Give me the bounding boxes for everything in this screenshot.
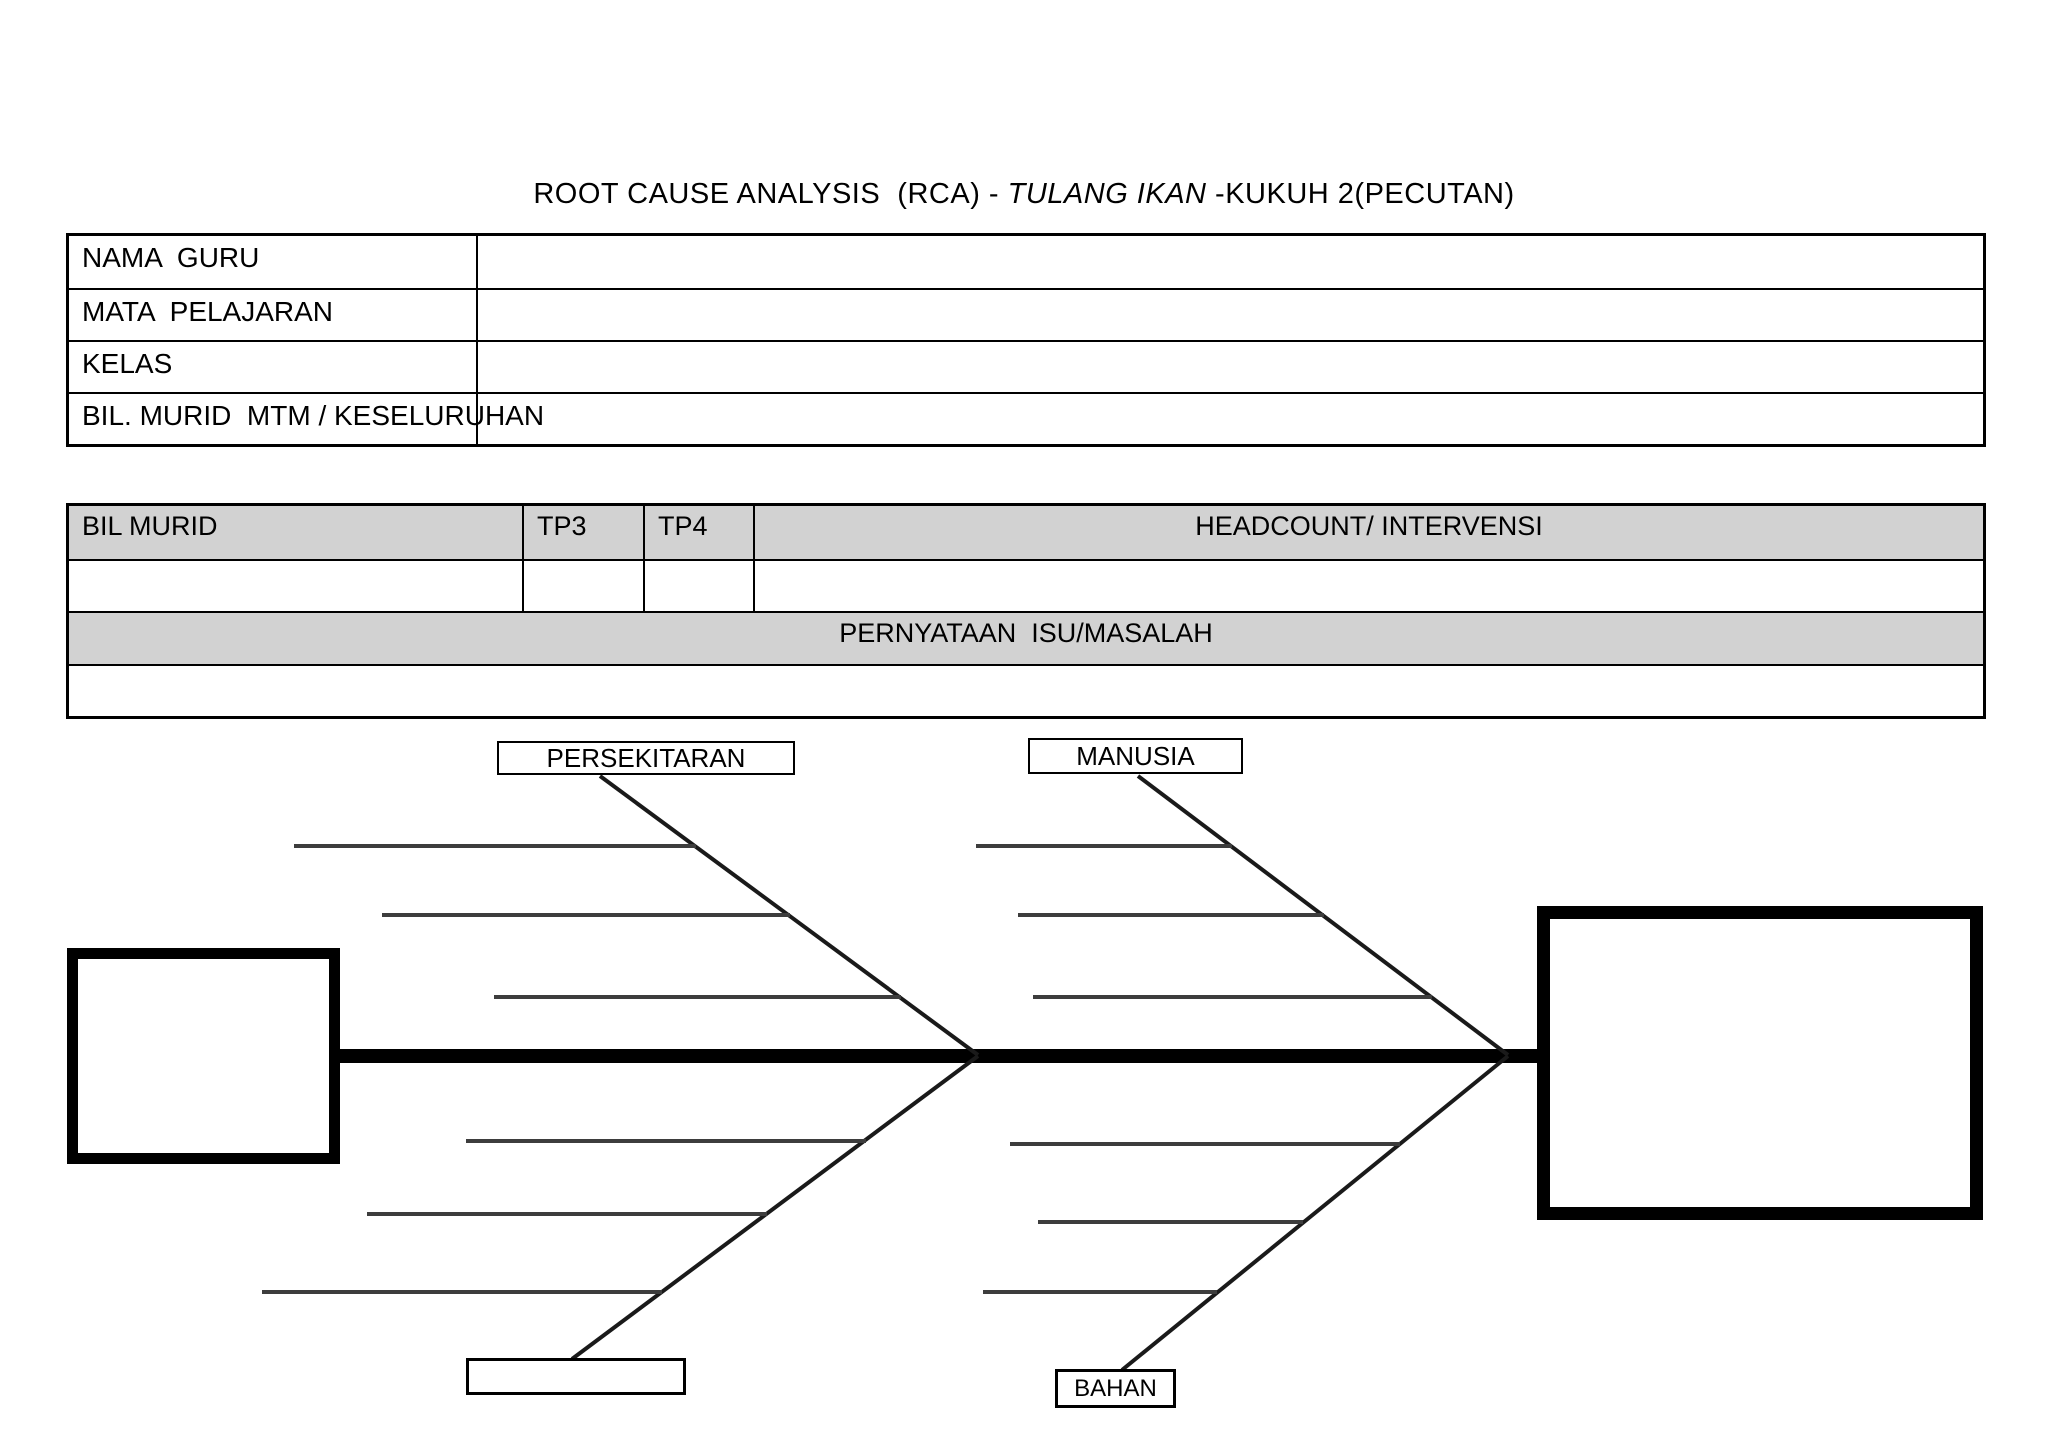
header-tp3: TP3	[522, 506, 643, 559]
value-bil-murid	[69, 558, 522, 612]
title-text: ROOT CAUSE ANALYSIS (RCA) -	[533, 178, 1008, 210]
bone-bottom-left	[570, 1054, 980, 1361]
fishbone-ribs	[262, 844, 1432, 1294]
category-label-manusia: MANUSIA	[1028, 738, 1243, 774]
effect-right-box	[1537, 906, 1983, 1220]
info-value-bil-murid	[476, 392, 1983, 444]
header-tp4: TP4	[643, 506, 753, 559]
header-headcount-intervensi: HEADCOUNT/ INTERVENSI	[753, 506, 1983, 559]
cause-left-box	[67, 948, 340, 1164]
info-label-nama-guru: NAMA GURU	[82, 242, 260, 273]
issue-statement-value	[69, 663, 1983, 717]
bone-bahan	[1120, 1054, 1510, 1372]
issue-statement-header: PERNYATAAN ISU/MASALAH	[69, 611, 1983, 664]
page-title: ROOT CAUSE ANALYSIS (RCA) - TULANG IKAN …	[0, 178, 2048, 211]
info-value-kelas	[476, 340, 1983, 392]
info-value-mata-pelajaran	[476, 288, 1983, 340]
info-table: NAMA GURU MATA PELAJARAN KELAS BIL. MURI…	[66, 233, 1986, 447]
title-suffix-text: -KUKUH 2(PECUTAN)	[1206, 178, 1515, 210]
value-tp3	[522, 558, 643, 611]
info-value-nama-guru	[476, 236, 1983, 288]
value-tp4	[643, 558, 753, 611]
info-label-kelas: KELAS	[69, 340, 476, 392]
category-label-bottom-left-empty	[466, 1358, 686, 1395]
data-table: BIL MURID TP3 TP4 HEADCOUNT/ INTERVENSI …	[66, 503, 1986, 719]
header-bil-murid: BIL MURID	[69, 506, 522, 559]
value-headcount-intervensi	[753, 558, 1983, 611]
category-label-persekitaran: PERSEKITARAN	[497, 741, 795, 775]
title-italic-text: TULANG IKAN	[1007, 178, 1207, 210]
category-label-bahan: BAHAN	[1055, 1369, 1176, 1408]
fishbone-diagonals	[570, 774, 1510, 1372]
info-label-mata-pelajaran: MATA PELAJARAN	[69, 288, 476, 340]
